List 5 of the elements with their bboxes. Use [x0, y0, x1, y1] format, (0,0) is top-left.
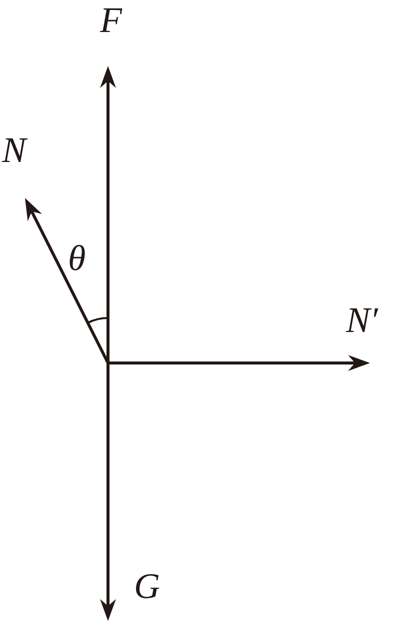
force-label: N — [2, 132, 26, 168]
force-label: F — [100, 2, 122, 38]
force-label: θ — [68, 240, 86, 276]
force-label: N′ — [346, 302, 378, 338]
force-label: G — [134, 568, 160, 604]
